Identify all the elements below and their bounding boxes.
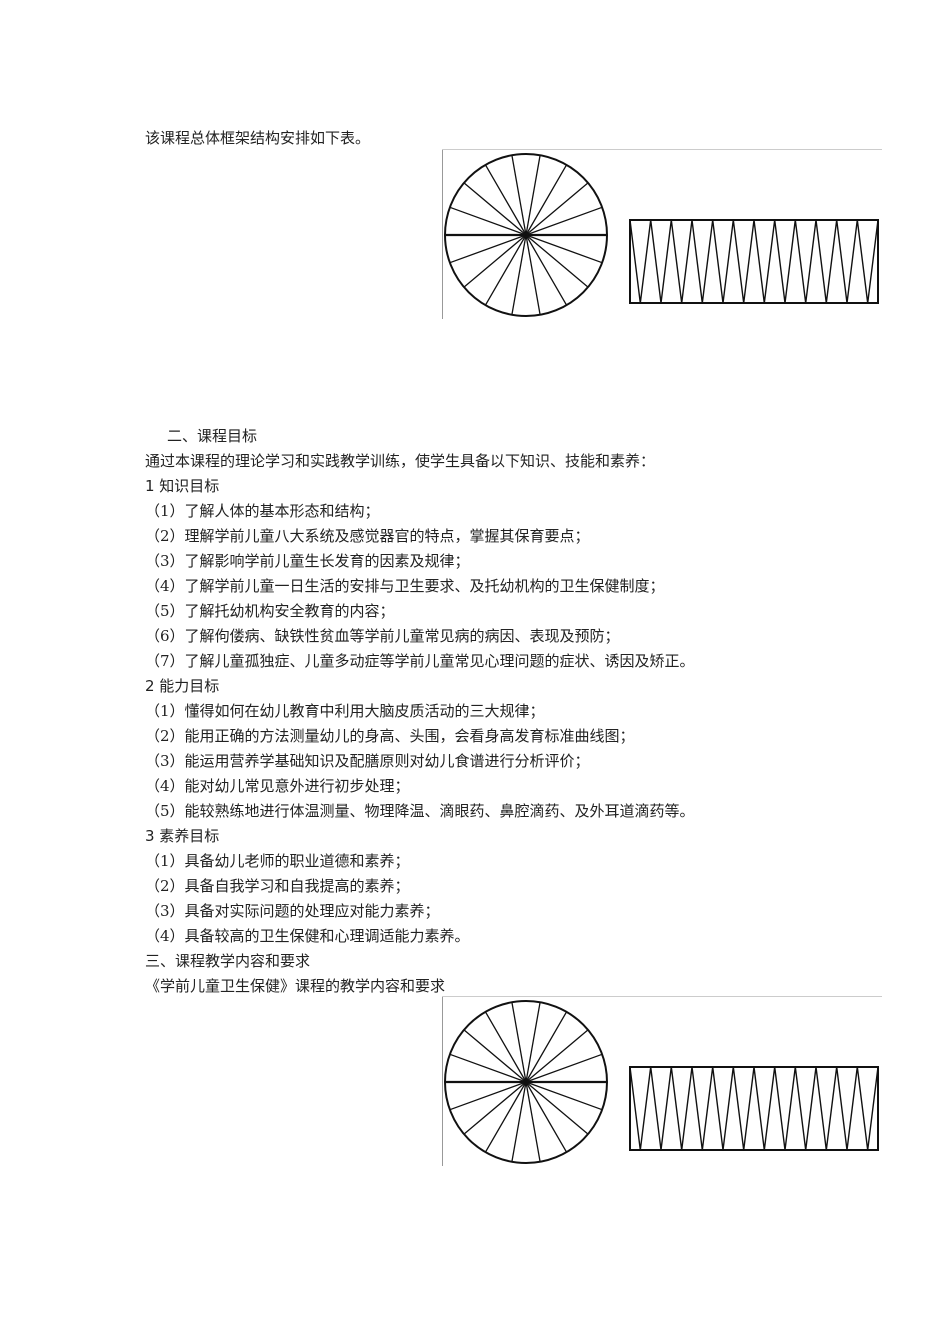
- wheel-spoke: [525, 206, 603, 236]
- zigzag-line: [629, 1066, 879, 1151]
- wheel-spoke: [463, 1081, 527, 1135]
- wheel-spoke: [511, 155, 527, 236]
- wheel-spoke: [511, 234, 527, 315]
- wheel-spoke: [525, 155, 541, 236]
- wheel-spoke: [484, 1081, 527, 1153]
- wheel-spoke: [463, 182, 527, 236]
- wheel-spoke: [449, 1081, 527, 1111]
- wheel-spoke: [525, 1053, 603, 1083]
- wheel-spoke: [484, 164, 527, 236]
- wheel-spoke: [525, 1081, 541, 1162]
- zigzag-box: [629, 1066, 879, 1151]
- wheel-spoke: [525, 1081, 603, 1111]
- section2-lead: 通过本课程的理论学习和实践教学训练，使学生具备以下知识、技能和素养：: [145, 452, 656, 470]
- list-item: （1）具备幼儿老师的职业道德和素养；: [145, 852, 410, 870]
- wheel-spoke: [511, 1081, 527, 1162]
- list-item: （7）了解儿童孤独症、儿童多动症等学前儿童常见心理问题的症状、诱因及矫正。: [145, 652, 695, 670]
- list-item: （1）了解人体的基本形态和结构；: [145, 502, 380, 520]
- wheel-spoke: [525, 234, 541, 315]
- wheel-spoke: [449, 1053, 527, 1083]
- wheel-spoke: [463, 1029, 527, 1083]
- list-item: （5）能较熟练地进行体温测量、物理降温、滴眼药、鼻腔滴药、及外耳道滴药等。: [145, 802, 695, 820]
- list-item: （5）了解托幼机构安全教育的内容；: [145, 602, 395, 620]
- wheel-spoke: [525, 234, 589, 288]
- group-quality-title: 3 素养目标: [145, 827, 220, 845]
- list-item: （6）了解佝偻病、缺铁性贫血等学前儿童常见病的病因、表现及预防；: [145, 627, 620, 645]
- wheel-spoke: [525, 234, 568, 306]
- wheel-spoke: [449, 234, 527, 264]
- section3-subtitle: 《学前儿童卫生保健》课程的教学内容和要求: [145, 977, 446, 995]
- wheel-spoke: [525, 1081, 589, 1135]
- wheel-spoke: [525, 1002, 541, 1083]
- group-ability-title: 2 能力目标: [145, 677, 220, 695]
- wheel-spoke: [511, 1002, 527, 1083]
- wheel-spoke: [463, 234, 527, 288]
- wheel-spoke: [484, 1011, 527, 1083]
- intro-text: 该课程总体框架结构安排如下表。: [145, 129, 371, 147]
- wheel-spoke: [525, 234, 603, 264]
- zigzag-line: [629, 219, 879, 304]
- list-item: （2）具备自我学习和自我提高的素养；: [145, 877, 410, 895]
- list-item: （3）具备对实际问题的处理应对能力素养；: [145, 902, 440, 920]
- list-item: （2）理解学前儿童八大系统及感觉器官的特点，掌握其保育要点；: [145, 527, 590, 545]
- wheel-spoke: [525, 1029, 589, 1083]
- placeholder-figure-top: [442, 149, 882, 319]
- section2-title: 二、课程目标: [167, 427, 258, 445]
- wheel-spoke: [525, 1011, 568, 1083]
- wheel-spoke: [525, 182, 589, 236]
- wheel-spoke: [525, 1081, 568, 1153]
- group-knowledge-title: 1 知识目标: [145, 477, 220, 495]
- list-item: （4）能对幼儿常见意外进行初步处理；: [145, 777, 410, 795]
- wheel-spoke: [525, 164, 568, 236]
- list-item: （3）能运用营养学基础知识及配膳原则对幼儿食谱进行分析评价；: [145, 752, 590, 770]
- wheel-spoke: [449, 206, 527, 236]
- list-item: （4）具备较高的卫生保健和心理调适能力素养。: [145, 927, 470, 945]
- list-item: （4）了解学前儿童一日生活的安排与卫生要求、及托幼机构的卫生保健制度；: [145, 577, 665, 595]
- list-item: （3）了解影响学前儿童生长发育的因素及规律；: [145, 552, 470, 570]
- list-item: （1）懂得如何在幼儿教育中利用大脑皮质活动的三大规律；: [145, 702, 545, 720]
- zigzag-box: [629, 219, 879, 304]
- section3-title: 三、课程教学内容和要求: [145, 952, 311, 970]
- placeholder-figure-bottom: [442, 996, 882, 1166]
- list-item: （2）能用正确的方法测量幼儿的身高、头围，会看身高发育标准曲线图；: [145, 727, 635, 745]
- wheel-spoke: [484, 234, 527, 306]
